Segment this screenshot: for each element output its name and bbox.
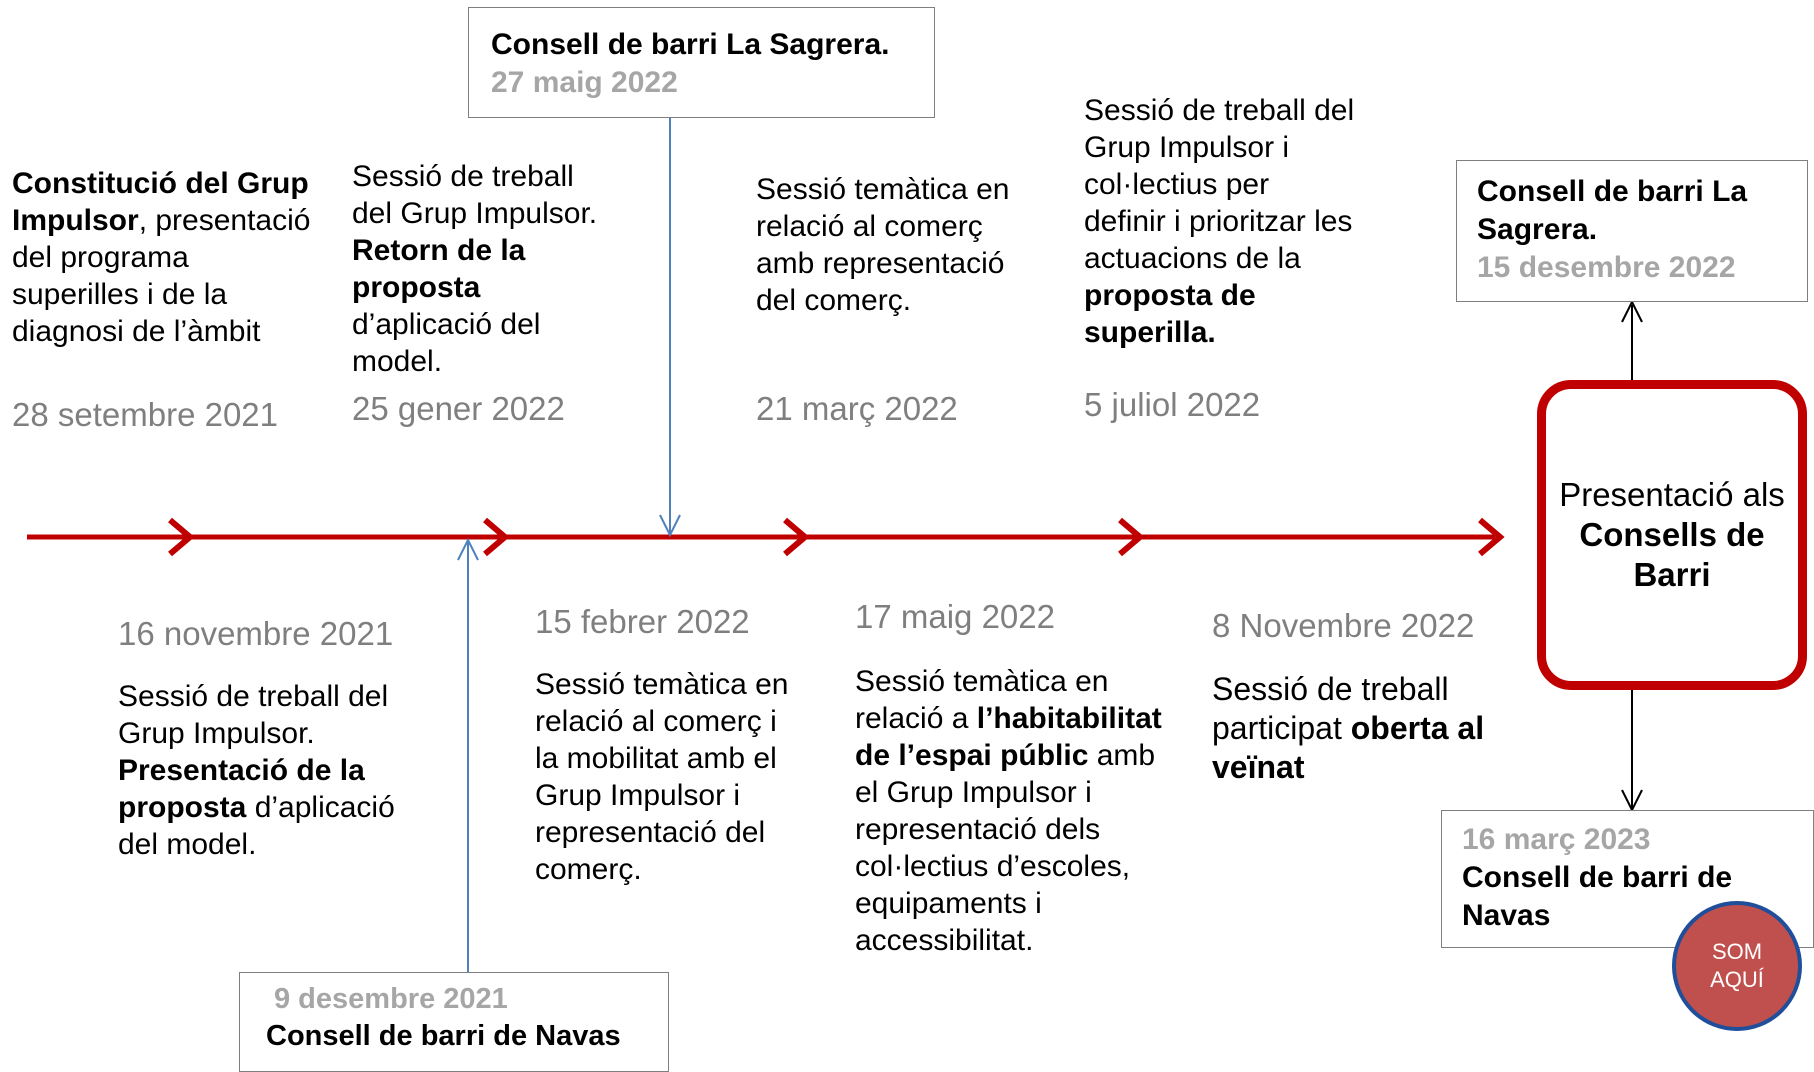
badge-line-2: AQUÍ xyxy=(1710,967,1764,992)
event-bold: l’habitabilitat de l’espai públic xyxy=(855,702,1162,772)
som-aqui-badge: SOM AQUÍ xyxy=(1672,901,1802,1031)
badge-line-1: SOM xyxy=(1711,939,1763,964)
council-date: 9 desembre 2021 xyxy=(274,983,508,1015)
center-bold: Consells de Barri xyxy=(1579,516,1765,593)
event-text: amb el Grup Impulsor i representació del… xyxy=(855,739,1156,957)
event-date: 5 juliol 2022 xyxy=(1084,386,1261,423)
presentacio-consells-box: Presentació als Consells de Barri xyxy=(1537,380,1807,690)
event-date: 28 setembre 2021 xyxy=(12,396,279,433)
event-date: 16 novembre 2021 xyxy=(118,615,394,652)
council-title: Consell de barri La Sagrera. xyxy=(491,28,890,61)
timeline-arrow-3 xyxy=(783,517,810,557)
event-text: Sessió temàtica en relació al comerç amb… xyxy=(756,173,1010,317)
council-box-sagrera-dec: Consell de barri La Sagrera. 15 desembre… xyxy=(1456,160,1808,302)
event-text: Sessió de treball del Grup Impulsor. xyxy=(352,160,598,230)
event-text: Sessió de treball participat xyxy=(1212,671,1449,746)
timeline-arrow-4 xyxy=(1118,517,1145,557)
event-text: Sessió temàtica en relació a xyxy=(855,665,1109,735)
event-comerc-febrer: Sessió temàtica en relació al comerç i l… xyxy=(535,666,795,888)
council-title: Consell de barri de Navas xyxy=(266,1020,621,1052)
center-text: Presentació als xyxy=(1559,476,1785,513)
council-title: Consell de barri de Navas xyxy=(1462,861,1733,932)
event-text: Sessió de treball del Grup Impulsor. xyxy=(118,680,389,750)
event-veinat: Sessió de treball participat oberta al v… xyxy=(1212,670,1512,787)
council-date: 16 març 2023 xyxy=(1462,823,1651,856)
event-comerc-marc: Sessió temàtica en relació al comerç amb… xyxy=(756,171,1016,319)
event-bold: Constitució del Grup Impulsor xyxy=(12,167,309,237)
council-date: 15 desembre 2022 xyxy=(1477,251,1736,284)
council-title: Consell de barri La Sagrera. xyxy=(1477,175,1748,246)
council-box-sagrera-may: Consell de barri La Sagrera. 27 maig 202… xyxy=(468,7,935,118)
event-bold: oberta al veïnat xyxy=(1212,710,1485,785)
event-date: 15 febrer 2022 xyxy=(535,603,750,640)
timeline-arrow-2 xyxy=(483,517,510,557)
event-bold: Retorn de la proposta xyxy=(352,234,526,304)
timeline-arrow-end xyxy=(1478,517,1505,557)
event-text: , presentació del programa superilles i … xyxy=(12,204,311,348)
event-text: d’aplicació del model. xyxy=(118,791,395,861)
event-presentacio: Sessió de treball del Grup Impulsor. Pre… xyxy=(118,678,428,863)
event-bold: Presentació de la proposta xyxy=(118,754,365,824)
event-text: Sessió temàtica en relació al comerç i l… xyxy=(535,668,789,886)
event-date: 8 Novembre 2022 xyxy=(1212,607,1475,644)
event-juliol: Sessió de treball del Grup Impulsor i co… xyxy=(1084,92,1359,351)
timeline-arrow-1 xyxy=(168,517,195,557)
event-text: Sessió de treball del Grup Impulsor i co… xyxy=(1084,94,1355,275)
event-date: 17 maig 2022 xyxy=(855,598,1055,635)
council-box-navas-dec: 9 desembre 2021 Consell de barri de Nava… xyxy=(239,972,669,1072)
event-date: 25 gener 2022 xyxy=(352,390,565,427)
event-retorn: Sessió de treball del Grup Impulsor. Ret… xyxy=(352,158,622,380)
council-date: 27 maig 2022 xyxy=(491,66,678,99)
event-habitabilitat: Sessió temàtica en relació a l’habitabil… xyxy=(855,663,1170,959)
event-date: 21 març 2022 xyxy=(756,390,958,427)
event-constitucio: Constitució del Grup Impulsor, presentac… xyxy=(12,165,312,350)
event-text: d’aplicació del model. xyxy=(352,308,541,378)
event-bold: proposta de superilla. xyxy=(1084,279,1256,349)
